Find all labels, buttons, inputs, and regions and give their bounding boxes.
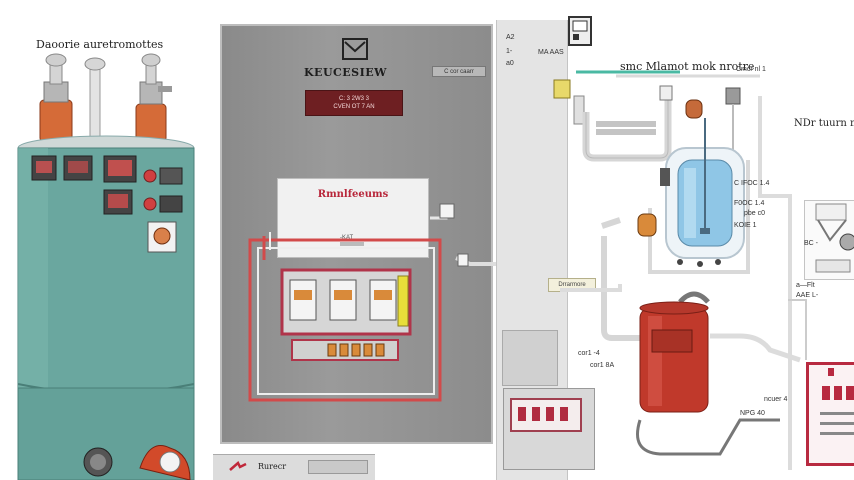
reactor-label-b: F0OC 1.4 — [734, 200, 765, 207]
pump-label-3: ncuer 4 — [764, 396, 788, 403]
mid-tag-a0: a0 — [506, 60, 514, 67]
reactor-label-a: C IFOC 1.4 — [734, 180, 770, 187]
pump-label-2: NPG 40 — [740, 410, 765, 417]
mid-panel-label: MA AAS — [538, 49, 564, 56]
top-pipe-center — [84, 57, 106, 144]
envelope-icon — [342, 38, 368, 60]
bottom-bar-field — [308, 460, 368, 474]
mid-display-digits — [518, 407, 568, 421]
bottom-bar-text: Rurecr — [258, 462, 287, 471]
far-label-a: a—Flt — [796, 282, 815, 289]
brand-plate-line2: CVEN OT 7 AN — [333, 104, 375, 110]
mid-cabinet-box — [502, 330, 558, 386]
cabinet-tag: C cor caarr — [432, 66, 486, 77]
controller-tag: -KAT — [340, 235, 354, 241]
top-right-title: smc Mlamot mok nrotre — [620, 60, 755, 73]
controller-title: Rmnlfeeums — [317, 189, 389, 200]
controller-unit: Rmnlfeeums -KAT — [277, 178, 429, 258]
top-valve-left — [39, 53, 73, 143]
right-panel-digits — [820, 368, 854, 435]
far-label-d: pbe c0 — [744, 210, 766, 217]
brand-plate: C: 3 2W3 3 CVEN OT 7 AN — [305, 90, 403, 116]
cabinet-brand: KEUCESIEW — [304, 66, 388, 79]
far-label-b: AAE L- — [796, 292, 819, 299]
far-right-instrument — [815, 203, 854, 273]
reactor-label-c: KOIE 1 — [734, 222, 757, 229]
mid-top-tag: 1- — [506, 48, 513, 55]
brand-plate-line1: C: 3 2W3 3 — [338, 96, 369, 102]
far-right-title: NDr tuurn mz — [794, 118, 854, 129]
meter-label-a: cor1 -4 — [578, 350, 600, 357]
logo-mark-icon — [229, 460, 247, 471]
monitor-icon — [568, 16, 592, 46]
pump-label-1: Cmcr nl 1 — [736, 66, 766, 73]
left-title: Daoorie auretromottes — [36, 38, 164, 51]
meter-label-b: cor1 8A — [590, 362, 615, 369]
far-label-c: BC - — [804, 240, 818, 247]
controller-slot — [340, 242, 364, 246]
top-valve-right — [135, 53, 172, 143]
mid-tag-a2: A2 — [506, 34, 515, 41]
mid-display-screen — [510, 398, 582, 432]
